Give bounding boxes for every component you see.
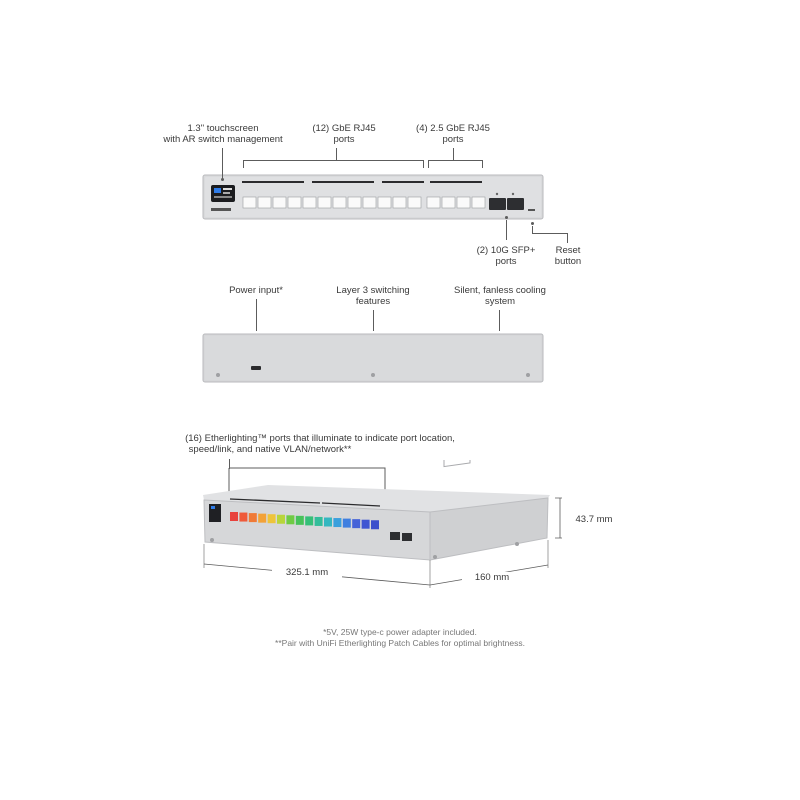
leader-line bbox=[532, 233, 568, 234]
bracket-line bbox=[243, 160, 244, 168]
bracket-line bbox=[428, 160, 429, 168]
iso-sfp-port-2 bbox=[402, 533, 412, 541]
rj45-port bbox=[426, 196, 441, 209]
etherlighting-port bbox=[371, 520, 379, 530]
callout-reset-line1: Reset bbox=[555, 245, 581, 256]
dimension-width: 325.1 mm bbox=[272, 567, 342, 579]
rj45-port bbox=[392, 196, 407, 209]
rear-switch-body bbox=[202, 333, 544, 383]
callout-reset-line2: button bbox=[554, 256, 582, 267]
etherlighting-port bbox=[277, 514, 285, 524]
leader-line bbox=[532, 226, 533, 234]
leader-line bbox=[336, 148, 337, 160]
leader-line bbox=[567, 233, 568, 243]
etherlighting-port bbox=[352, 519, 361, 529]
callout-layer3-line1: Layer 3 switching bbox=[336, 285, 410, 296]
dimension-depth: 160 mm bbox=[462, 572, 522, 584]
rj45-port bbox=[441, 196, 456, 209]
etherlighting-port bbox=[361, 519, 370, 529]
power-input-port bbox=[251, 366, 261, 370]
leader-line bbox=[373, 310, 374, 331]
leader-dot bbox=[531, 222, 534, 225]
footnote-power: *5V, 25W type-c power adapter included. bbox=[323, 627, 477, 637]
callout-touchscreen-line2: with AR switch management bbox=[163, 134, 283, 145]
rj45-port bbox=[471, 196, 486, 209]
rj45-port bbox=[302, 196, 317, 209]
reset-button-hole bbox=[528, 209, 535, 211]
etherlighting-port bbox=[267, 514, 276, 524]
bracket-line bbox=[428, 160, 483, 161]
callout-power: Power input* bbox=[229, 285, 283, 296]
leader-line bbox=[222, 148, 223, 180]
callout-layer3-line2: features bbox=[355, 296, 391, 307]
rj45-port bbox=[377, 196, 392, 209]
callout-25gbe-line2: ports bbox=[442, 134, 464, 145]
rj45-port bbox=[362, 196, 377, 209]
leader-line bbox=[256, 299, 257, 331]
etherlighting-port bbox=[314, 516, 323, 526]
rj45-port bbox=[242, 196, 257, 209]
iso-switch-body bbox=[203, 460, 562, 588]
etherlighting-port bbox=[333, 518, 342, 528]
leader-line bbox=[453, 148, 454, 160]
callout-sfp-line2: ports bbox=[495, 256, 517, 267]
etherlighting-port bbox=[248, 513, 257, 523]
sfp-port-2 bbox=[507, 198, 524, 210]
front-rj45-ports bbox=[242, 196, 486, 209]
leader-dot bbox=[505, 216, 508, 219]
etherlighting-port bbox=[258, 513, 267, 523]
callout-etherlighting-line2: speed/link, and native VLAN/network** bbox=[188, 444, 352, 455]
dimension-height: 43.7 mm bbox=[575, 514, 613, 525]
rj45-port bbox=[257, 196, 272, 209]
etherlighting-port bbox=[286, 515, 295, 525]
rj45-port bbox=[287, 196, 302, 209]
etherlighting-port bbox=[230, 512, 238, 521]
footnote-patch-cables: **Pair with UniFi Etherlighting Patch Ca… bbox=[275, 638, 525, 648]
callout-sfp-line1: (2) 10G SFP+ bbox=[476, 245, 536, 256]
callout-fanless-line1: Silent, fanless cooling bbox=[454, 285, 546, 296]
etherlighting-port bbox=[342, 518, 351, 528]
bracket-line bbox=[423, 160, 424, 168]
etherlighting-port bbox=[295, 515, 304, 525]
rj45-port bbox=[272, 196, 287, 209]
callout-fanless-line2: system bbox=[484, 296, 516, 307]
sfp-port-1 bbox=[489, 198, 506, 210]
callout-etherlighting-line1: (16) Etherlighting™ ports that illuminat… bbox=[185, 433, 455, 444]
rj45-port bbox=[317, 196, 332, 209]
rj45-port bbox=[347, 196, 362, 209]
front-switch-body bbox=[202, 174, 544, 220]
callout-gbe-line1: (12) GbE RJ45 bbox=[312, 123, 376, 134]
etherlighting-port bbox=[324, 517, 332, 527]
leader-line bbox=[229, 459, 230, 469]
logo-mark bbox=[211, 208, 231, 211]
leader-line bbox=[506, 220, 507, 240]
rj45-port bbox=[456, 196, 471, 209]
leader-dot bbox=[221, 178, 224, 181]
iso-etherlighting-ports bbox=[230, 512, 379, 530]
bracket-line bbox=[243, 160, 424, 161]
callout-25gbe-line1: (4) 2.5 GbE RJ45 bbox=[416, 123, 490, 134]
etherlighting-port bbox=[239, 512, 248, 522]
iso-sfp-port-1 bbox=[390, 532, 400, 540]
callout-touchscreen-line1: 1.3" touchscreen bbox=[187, 123, 259, 134]
etherlighting-port bbox=[305, 516, 314, 526]
rj45-port bbox=[332, 196, 347, 209]
rj45-port bbox=[407, 196, 422, 209]
callout-gbe-line2: ports bbox=[333, 134, 355, 145]
bracket-line bbox=[482, 160, 483, 168]
leader-line bbox=[499, 310, 500, 331]
